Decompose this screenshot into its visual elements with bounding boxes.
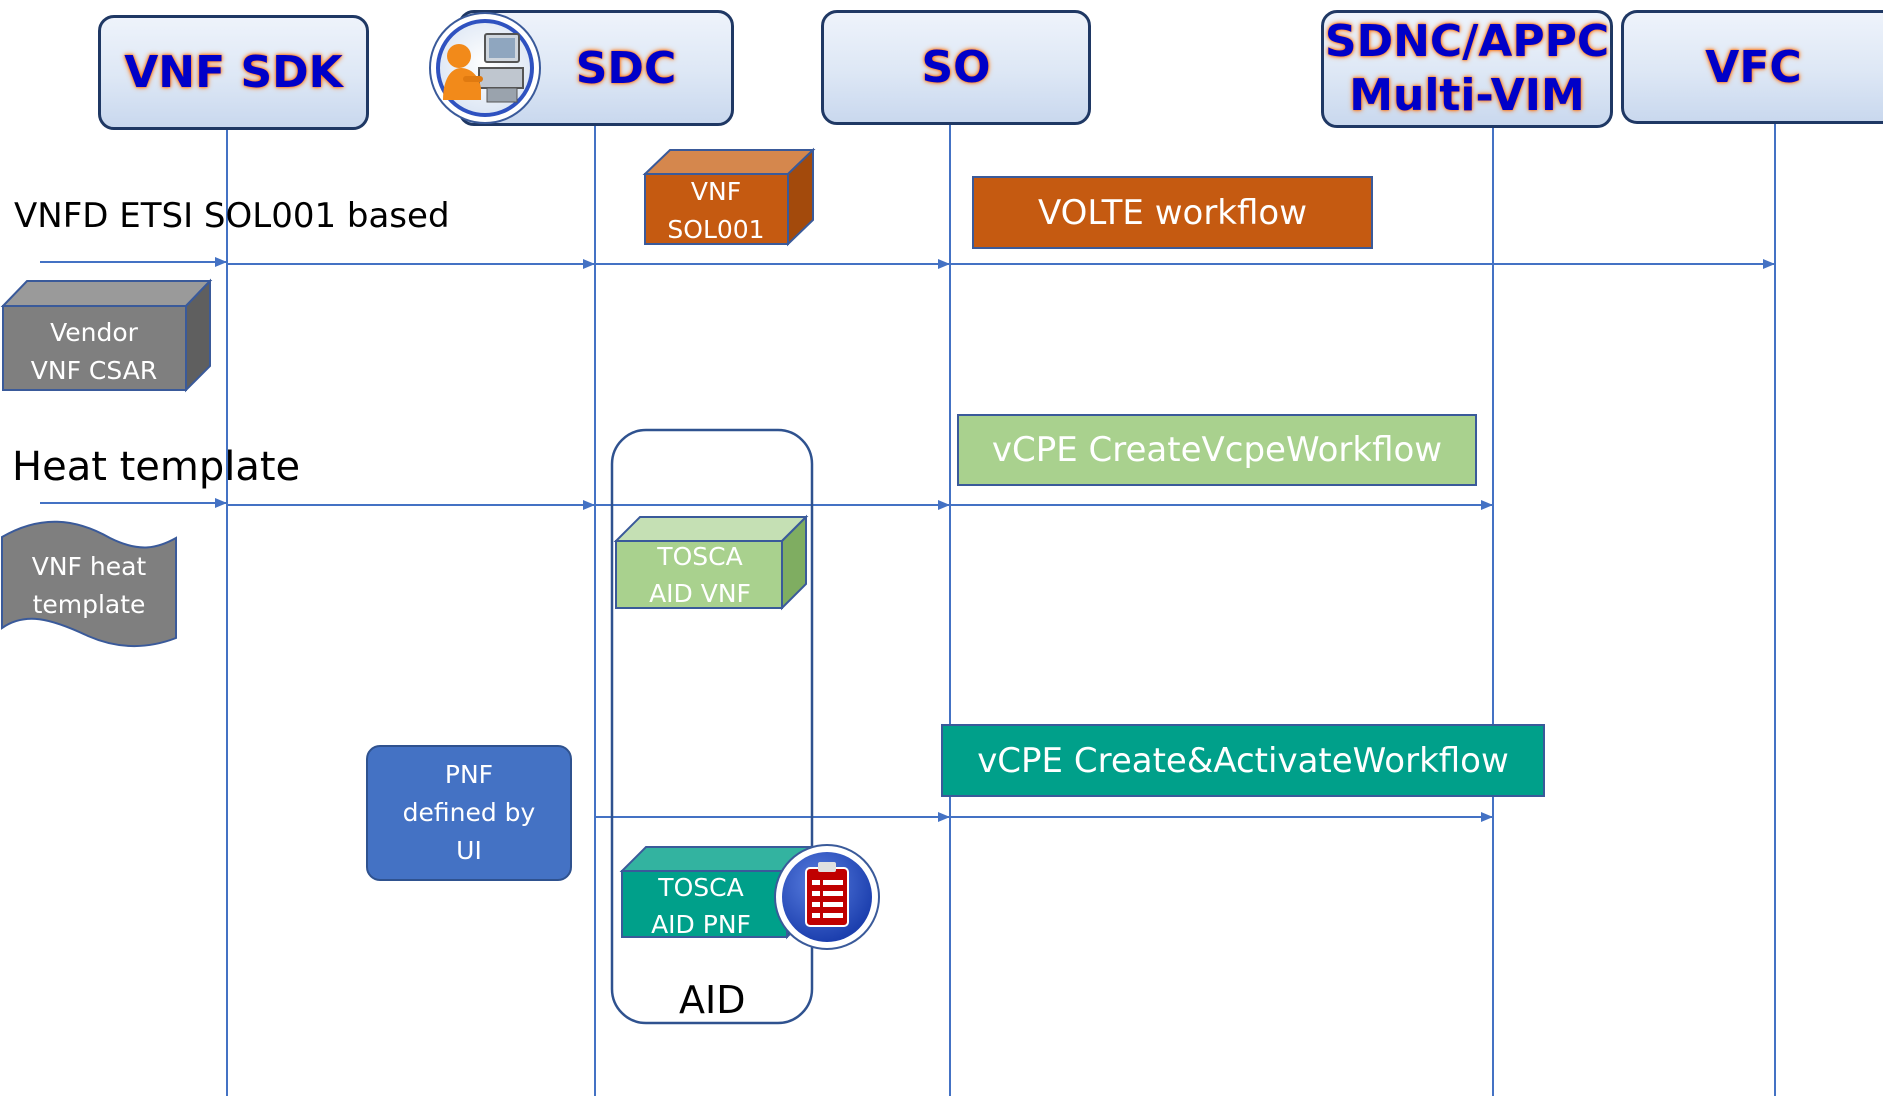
vcpe-create-workflow-label: vCPE CreateVcpeWorkflow	[991, 430, 1443, 470]
tosca-aid-vnf-line2: AID VNF	[649, 579, 751, 608]
tosca-aid-pnf-line2: AID PNF	[651, 910, 751, 939]
pnf-line2: defined by	[402, 798, 536, 827]
actor-sdnc-appc-multivim: SDNC/APPC Multi-VIM	[1321, 10, 1613, 128]
tosca-aid-vnf-line1: TOSCA	[656, 542, 742, 571]
volte-workflow-label: VOLTE workflow	[1037, 192, 1308, 233]
pnf-line1: PNF	[444, 760, 494, 789]
pnf-defined-by-ui-box: PNF defined by UI	[366, 745, 572, 881]
designer-person-icon	[429, 12, 541, 124]
actor-so: SO	[821, 10, 1091, 125]
actor-sdnc-line2: Multi-VIM	[1349, 70, 1585, 121]
vcpe-activate-workflow-box: vCPE Create&ActivateWorkflow	[941, 724, 1545, 797]
pnf-line3: UI	[456, 836, 482, 865]
vcpe-activate-workflow-label: vCPE Create&ActivateWorkflow	[977, 740, 1509, 781]
vendor-csar-box: Vendor VNF CSAR	[0, 278, 213, 393]
heat-flow-arrows	[40, 498, 1493, 510]
document-icon	[774, 844, 880, 950]
actor-so-label: SO	[921, 42, 991, 93]
heat-flow-label: Heat template	[12, 444, 301, 490]
vnf-sol001-box: VNF SOL001	[642, 147, 816, 247]
actor-sdnc-line1: SDNC/APPC	[1324, 16, 1610, 67]
aid-group-label: AID	[679, 978, 746, 1022]
vnf-heat-line1: VNF heat	[32, 552, 147, 581]
vnf-heat-line2: template	[33, 590, 146, 619]
actor-vnf-sdk-label: VNF SDK	[124, 47, 343, 98]
actor-vnf-sdk: VNF SDK	[98, 15, 369, 130]
tosca-aid-vnf-box: TOSCA AID VNF	[613, 514, 809, 611]
vendor-csar-line1: Vendor	[50, 318, 139, 347]
vnf-sol001-line1: VNF	[691, 177, 741, 206]
vnf-sol001-line2: SOL001	[667, 215, 764, 244]
vnfd-flow-label: VNFD ETSI SOL001 based	[14, 196, 450, 236]
vendor-csar-line2: VNF CSAR	[31, 356, 157, 385]
aid-group-frame	[610, 428, 814, 1025]
vcpe-create-workflow-box: vCPE CreateVcpeWorkflow	[957, 414, 1477, 486]
actor-sdc-label: SDC	[575, 42, 677, 94]
actor-vfc-label: VFC	[1705, 41, 1802, 93]
tosca-aid-pnf-line1: TOSCA	[657, 873, 743, 902]
vnf-heat-template-shape: VNF heat template	[0, 520, 177, 647]
vnfd-flow-arrows	[40, 257, 1775, 269]
volte-workflow-box: VOLTE workflow	[972, 176, 1373, 249]
actor-vfc: VFC	[1621, 10, 1883, 124]
